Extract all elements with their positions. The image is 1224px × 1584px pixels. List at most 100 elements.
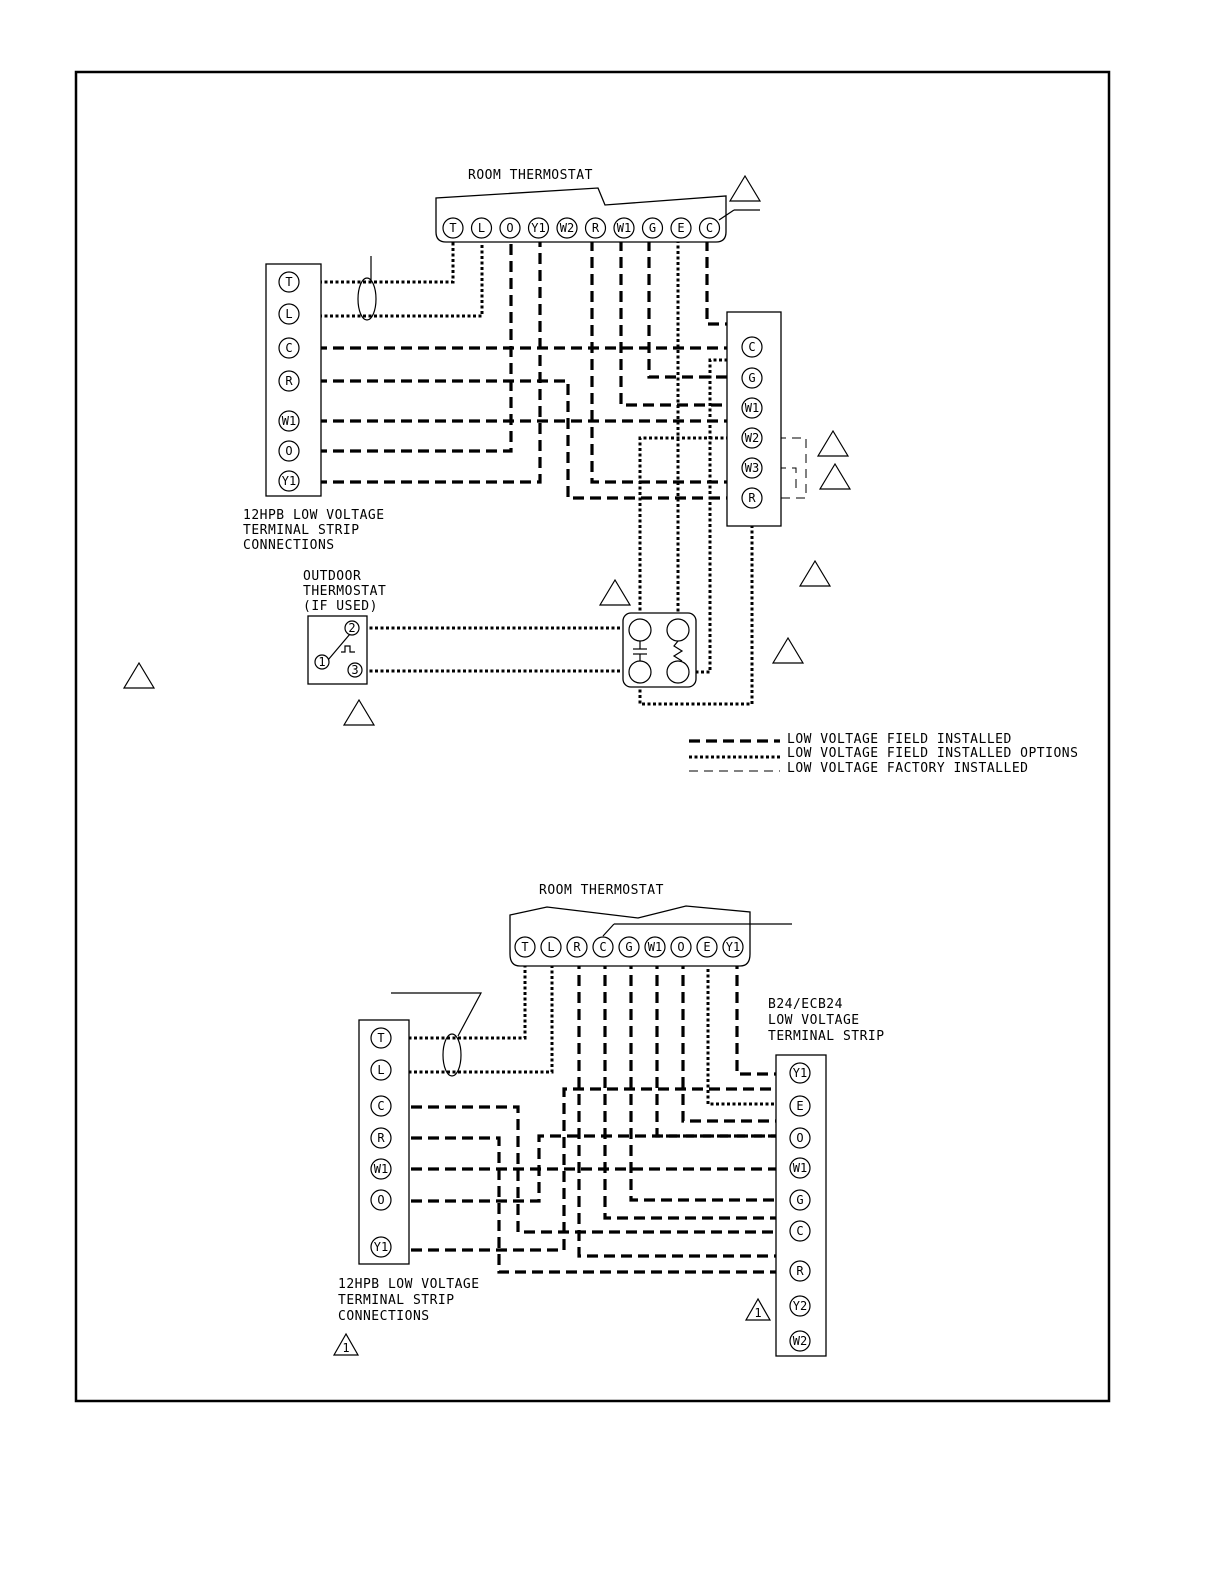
d1-right-terminal-g: G: [748, 371, 755, 385]
d1-tstat-terminal-circle: [442, 217, 464, 239]
d1-hpb-label-1: 12HPB LOW VOLTAGE: [243, 508, 385, 523]
d2-tstat-terminal-e: E: [703, 940, 710, 954]
d1-odt-term-2: 2: [348, 621, 355, 635]
d2-tstat-terminal-g: G: [625, 940, 632, 954]
d1-wire-c-tstat: [705, 240, 744, 340]
d1-hpb-terminal-y1: Y1: [282, 474, 296, 488]
d2-tstat-terminal-y1: Y1: [726, 940, 740, 954]
note-triangle: [816, 429, 850, 457]
legend-factory-installed: LOW VOLTAGE FACTORY INSTALLED: [787, 761, 1028, 776]
d1-tstat-terminal-e: E: [677, 221, 684, 235]
d2-tstat-terminal-circle: [566, 936, 588, 958]
d1-hpb-terminal-circle: [278, 440, 300, 462]
d2-hpb-terminal-l: L: [377, 1063, 384, 1077]
d1-wire-y1: [299, 240, 542, 484]
d1-right-terminal-circle: [741, 487, 763, 509]
d2-wire-c-hpb: [394, 1105, 789, 1234]
d2-hpb-terminal-circle: [370, 1158, 392, 1180]
d1-odt-bimetal: [341, 645, 355, 653]
d2-b24-terminal-c: C: [796, 1224, 803, 1238]
d1-tstat-terminal-y1: Y1: [531, 221, 545, 235]
d2-b24-terminal-w1: W1: [793, 1161, 807, 1175]
d1-hpb-terminal-l: L: [285, 307, 292, 321]
d1-hpb-label-2: TERMINAL STRIP: [243, 523, 360, 538]
d2-b24-terminal-circle: [789, 1157, 811, 1179]
d1-hpb-terminal-circle: [278, 303, 300, 325]
d2-b24-strip: B24/ECB24 LOW VOLTAGE TERMINAL STRIP Y1E…: [768, 997, 884, 1357]
d2-wire-c: [603, 958, 790, 1228]
d1-right-terminal-circle: [741, 367, 763, 389]
d2-tstat-terminal-circle: [722, 936, 744, 958]
d1-tstat-terminal-o: O: [506, 221, 513, 235]
d2-tstat-terminal-circle: [618, 936, 640, 958]
d1-odt-label-2: THERMOSTAT: [303, 584, 386, 599]
d2-hpb-terminal-circle: [370, 1236, 392, 1258]
d2-note-marks: 1 1: [332, 1297, 772, 1356]
d1-tstat-terminal-c: C: [706, 221, 713, 235]
note-triangle: [728, 174, 762, 202]
d1-odt-switch: [327, 633, 351, 661]
d2-b24-terminal-y1: Y1: [793, 1066, 807, 1080]
d2-b24-terminal-g: G: [796, 1193, 803, 1207]
d2-b24-terminal-circle: [789, 1062, 811, 1084]
d2-tstat-terminal-circle: [514, 936, 536, 958]
d2-b24-terminal-o: O: [796, 1131, 803, 1145]
d2-tstat-terminal-w1: W1: [648, 940, 662, 954]
d1-relay-coil: [672, 640, 684, 662]
d2-tstat-terminal-l: L: [547, 940, 554, 954]
legend-field-installed-options: LOW VOLTAGE FIELD INSTALLED OPTIONS: [787, 746, 1078, 761]
d1-tstat-terminal-circle: [698, 217, 721, 239]
d2-tstat-terminal-circle: [644, 936, 666, 958]
d2-note-mark-2: 1: [342, 1341, 349, 1355]
d1-wire-r: [299, 379, 740, 500]
d1-wire-w2-relay: [638, 436, 740, 620]
d1-right-terminal-w2: W2: [745, 431, 759, 445]
d2-hpb-terminal-c: C: [377, 1099, 384, 1113]
d1-warning-triangles: [122, 174, 852, 726]
d2-wire-w1: [655, 958, 790, 1138]
d1-hpb-terminal-circle: [278, 337, 300, 359]
d1-tstat-terminal-circle: [641, 217, 664, 239]
d2-tstat-terminal-circle: [592, 936, 614, 958]
d2-b24-terminal-r: R: [796, 1264, 804, 1278]
d1-odt-term-3: 3: [351, 663, 358, 677]
d1-tstat-terminal-w2: W2: [560, 221, 574, 235]
d1-tstat-terminal-t: T: [449, 221, 456, 235]
d2-hpb-terminal-r: R: [377, 1131, 385, 1145]
d2-hpb-terminal-circle: [370, 1127, 392, 1149]
d2-hpb-terminal-y1: Y1: [374, 1240, 388, 1254]
d1-tstat-terminal-circle: [527, 217, 550, 239]
d2-b24-terminal-e: E: [796, 1099, 803, 1113]
d2-note-mark-1: 1: [754, 1306, 761, 1320]
d2-twisted-pair-loop: [442, 1033, 462, 1077]
d1-tstat-terminal-r: R: [592, 221, 600, 235]
d2-wire-o-hpb: [394, 1134, 777, 1203]
d1-hpb-label-3: CONNECTIONS: [243, 538, 335, 553]
d1-tstat-terminal-circle: [584, 217, 607, 239]
d1-room-thermostat-title: ROOM THERMOSTAT: [468, 168, 593, 183]
d2-b24-terminal-circle: [789, 1260, 811, 1282]
d1-hpb-terminal-circle: [278, 470, 300, 492]
d1-wire-l: [297, 240, 484, 318]
d2-wires: [392, 958, 791, 1274]
legend-field-installed: LOW VOLTAGE FIELD INSTALLED: [787, 732, 1012, 747]
d2-wire-l: [392, 958, 554, 1074]
d2-hpb-terminal-circle: [370, 1095, 392, 1117]
d1-tstat-terminal-l: L: [478, 221, 485, 235]
d2-room-thermostat-title: ROOM THERMOSTAT: [539, 883, 664, 898]
d1-hpb-terminal-t: T: [285, 275, 292, 289]
d2-wire-e: [706, 958, 789, 1106]
d2-hpb-terminal-o: O: [377, 1193, 384, 1207]
d1-twisted-pair-loop: [357, 277, 377, 321]
d2-b24-terminal-circle: [789, 1127, 811, 1149]
d1-right-terminal-w3: W3: [745, 461, 759, 475]
d1-odt-label-1: OUTDOOR: [303, 569, 361, 584]
